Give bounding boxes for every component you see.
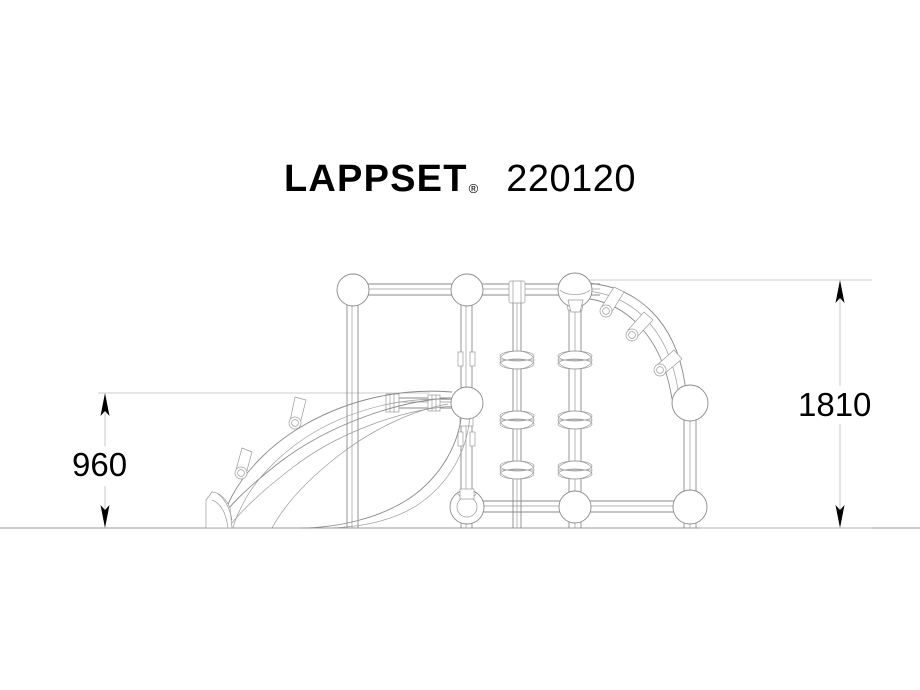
- playground-structure: [205, 272, 709, 529]
- curved-arch-right: [585, 282, 687, 400]
- rope-spacer-disc: [499, 460, 535, 480]
- ball-joint-node: [672, 489, 708, 525]
- joint-tube-stub: [459, 488, 475, 500]
- ball-joint-node: [671, 384, 709, 422]
- rope-spacer-disc: [499, 350, 535, 370]
- climber-handle-grip: [288, 396, 307, 430]
- arch-handle-grip: [625, 311, 654, 342]
- dimension-line-1810: [835, 280, 845, 528]
- rope-spacer-disc: [499, 410, 535, 430]
- dimension-line-960: [100, 393, 110, 528]
- vertical-post-left: [346, 296, 359, 528]
- joint-tube-stub: [567, 299, 584, 313]
- dimension-extension-lines: [98, 279, 872, 529]
- ball-joint-node: [450, 386, 484, 420]
- ball-joint-node: [558, 490, 592, 524]
- dimension-label-1810: 1810: [798, 386, 872, 423]
- rope-spacer-disc: [557, 410, 593, 430]
- registered-trademark-icon: ®: [468, 181, 479, 196]
- curved-climber-left: [205, 390, 471, 529]
- ball-joint-node: [336, 273, 370, 307]
- dimension-label-960: 960: [72, 446, 128, 483]
- arch-handle-grip: [653, 349, 683, 377]
- rope-spacer-disc: [557, 460, 593, 480]
- climber-handle-grip: [234, 447, 253, 480]
- rope-climber-a: [499, 280, 535, 528]
- title-block: LAPPSET® 220120: [0, 158, 920, 201]
- rope-spacer-disc: [557, 350, 593, 370]
- brand-logo-text: LAPPSET: [283, 158, 468, 200]
- arch-handle-grip: [599, 286, 625, 318]
- model-code-text: 220120: [506, 158, 637, 200]
- ball-joint-node: [450, 273, 484, 307]
